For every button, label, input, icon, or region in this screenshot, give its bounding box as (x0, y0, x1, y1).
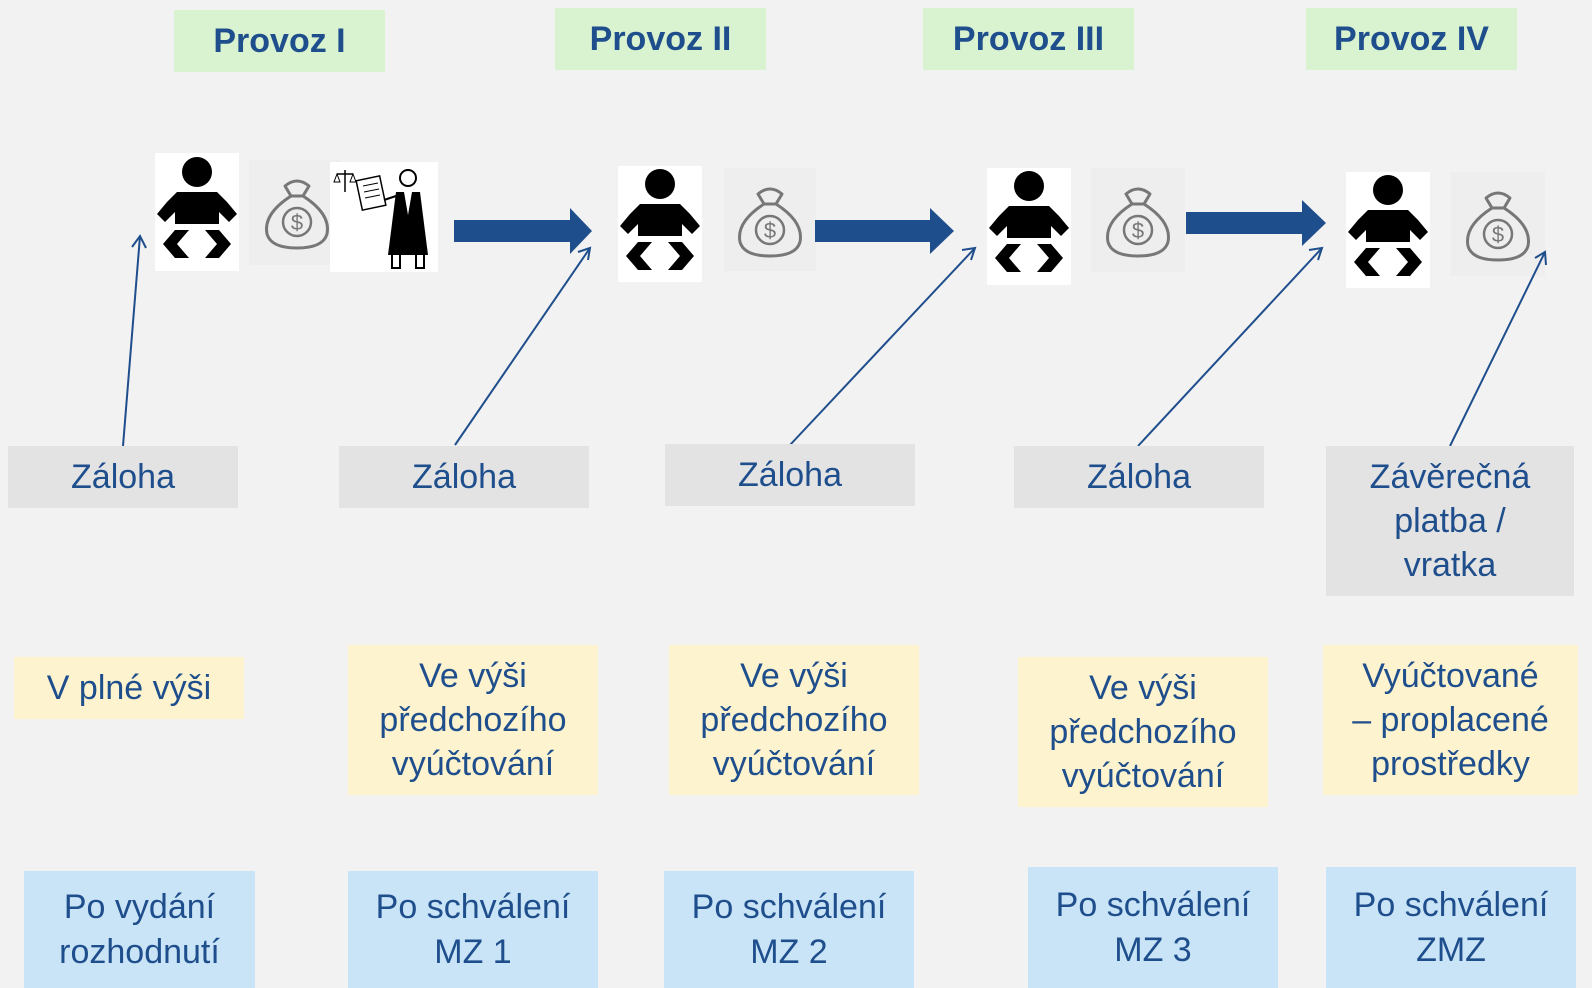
flow-arrow-icon (454, 208, 592, 254)
payment-box-3: Záloha (665, 444, 915, 506)
baby-icon (620, 169, 700, 270)
amount-box-3: Ve výši předchozího vyúčtování (669, 645, 919, 795)
condition-box-3: Po schválení MZ 2 (664, 871, 914, 988)
amount-box-2: Ve výši předchozího vyúčtování (348, 645, 598, 795)
amount-box-4: Ve výši předchozího vyúčtování (1018, 657, 1268, 807)
header-provoz-4: Provoz IV (1306, 8, 1517, 70)
amount-box-1: V plné výši (14, 657, 244, 719)
condition-box-4: Po schválení MZ 3 (1028, 867, 1278, 988)
header-provoz-1: Provoz I (174, 10, 385, 72)
money-bag-icon (1106, 187, 1170, 258)
payment-box-final: Závěrečná platba / vratka (1326, 446, 1574, 596)
baby-icon (157, 157, 237, 258)
baby-icon (1348, 175, 1428, 276)
flow-arrow-icon (815, 208, 954, 254)
condition-box-1: Po vydání rozhodnutí (24, 871, 255, 988)
baby-icon (989, 171, 1069, 272)
payment-box-2: Záloha (339, 446, 589, 508)
condition-box-2: Po schválení MZ 1 (348, 871, 598, 988)
amount-box-final: Vyúčtované – proplacené prostředky (1323, 645, 1578, 795)
money-bag-icon (265, 179, 329, 250)
header-provoz-3: Provoz III (923, 8, 1134, 70)
header-provoz-2: Provoz II (555, 8, 766, 70)
flow-arrow-icon (1186, 200, 1326, 246)
money-bag-icon (738, 187, 802, 258)
payment-box-4: Záloha (1014, 446, 1264, 508)
connector-lines (122, 234, 1547, 447)
payment-box-1: Záloha (8, 446, 238, 508)
money-bag-icon (1466, 191, 1530, 262)
condition-box-final: Po schválení ZMZ (1326, 867, 1576, 988)
judge-icon (333, 169, 428, 269)
